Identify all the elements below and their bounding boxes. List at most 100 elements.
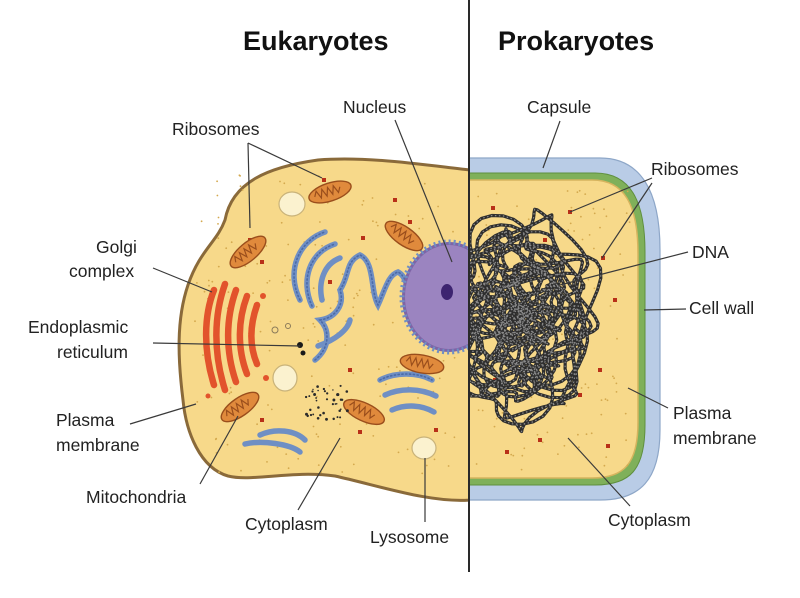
cytoplasm-speck bbox=[599, 226, 601, 229]
cytoplasm-speck bbox=[523, 417, 526, 420]
vesicle-dot bbox=[325, 398, 329, 401]
vesicle-dot bbox=[339, 416, 342, 419]
cytoplasm-speck bbox=[453, 356, 456, 359]
cytoplasm-speck bbox=[475, 463, 478, 465]
cytoplasm-speck bbox=[561, 417, 564, 420]
cytoplasm-speck bbox=[244, 265, 247, 268]
leader-cell-wall bbox=[643, 308, 687, 311]
cytoplasm-speck bbox=[552, 338, 554, 340]
cytoplasm-speck bbox=[584, 193, 587, 196]
cytoplasm-speck bbox=[316, 395, 318, 398]
cytoplasm-speck bbox=[578, 189, 581, 192]
cytoplasm-speck bbox=[516, 205, 518, 208]
ribosome bbox=[358, 430, 362, 434]
vesicle-dot bbox=[336, 416, 339, 419]
cytoplasm-speck bbox=[438, 377, 441, 380]
lysosomes bbox=[272, 191, 437, 460]
leader-mitochondria bbox=[199, 415, 239, 485]
cytoplasm-speck bbox=[279, 180, 281, 183]
mitochondrion bbox=[220, 391, 260, 423]
cytoplasm-speck bbox=[217, 237, 220, 240]
cytoplasm-speck bbox=[433, 458, 436, 461]
cytoplasm-speck bbox=[395, 366, 398, 368]
cytoplasm-speck bbox=[307, 339, 310, 341]
leader-nucleus bbox=[394, 119, 453, 263]
ribosome bbox=[578, 393, 582, 397]
label-lysosome: Lysosome bbox=[370, 527, 449, 547]
cytoplasm-speck bbox=[299, 183, 302, 186]
cytoplasm-speck bbox=[512, 454, 515, 457]
cytoplasm-speck bbox=[356, 294, 359, 297]
ribosome bbox=[538, 438, 542, 442]
vesicle-dot bbox=[332, 398, 336, 402]
label-cytoplasm-euk: Cytoplasm bbox=[245, 514, 328, 534]
cytoplasm-speck bbox=[626, 190, 629, 193]
cytoplasm-speck bbox=[217, 265, 220, 268]
cytoplasm-speck bbox=[593, 287, 596, 290]
vesicle-dot bbox=[334, 403, 337, 405]
cytoplasm-speck bbox=[226, 443, 229, 446]
cytoplasm-speck bbox=[317, 435, 320, 438]
cytoplasm-speck bbox=[200, 220, 203, 223]
cytoplasm-speck bbox=[228, 392, 231, 395]
label-golgi-line1: Golgi bbox=[96, 237, 137, 257]
cytoplasm-speck bbox=[362, 200, 365, 202]
cytoplasm-speck bbox=[287, 299, 289, 301]
cytoplasm-speck bbox=[624, 412, 627, 415]
label-cell-wall: Cell wall bbox=[689, 298, 754, 318]
cytoplasm-speck bbox=[214, 438, 217, 441]
cytoplasm-speck bbox=[353, 297, 355, 300]
vesicle-dot bbox=[335, 403, 338, 405]
cytoplasm-speck bbox=[319, 221, 321, 223]
cytoplasm-speck bbox=[605, 215, 608, 218]
vesicle-dot bbox=[309, 408, 312, 412]
ribosome bbox=[543, 238, 547, 242]
cytoplasm-speck bbox=[394, 213, 397, 216]
label-capsule: Capsule bbox=[527, 97, 591, 117]
cytoplasm-speck bbox=[548, 339, 550, 341]
cytoplasm-speck bbox=[230, 241, 233, 244]
cytoplasm-speck bbox=[269, 320, 272, 323]
golgi-complex bbox=[202, 280, 261, 394]
cytoplasm-speck bbox=[256, 423, 258, 426]
cytoplasm-speck bbox=[489, 327, 492, 330]
cytoplasm-speck bbox=[587, 278, 590, 281]
cytoplasm-speck bbox=[352, 314, 355, 317]
cytoplasm-speck bbox=[194, 320, 196, 323]
cytoplasm-speck bbox=[421, 472, 424, 475]
cytoplasm-speck bbox=[329, 307, 332, 310]
vesicle-dot bbox=[339, 384, 342, 387]
cytoplasm-speck bbox=[266, 461, 268, 463]
vesicle-dot bbox=[304, 395, 308, 399]
cytoplasm-speck bbox=[347, 238, 350, 241]
cytoplasm-speck bbox=[312, 425, 315, 428]
cytoplasm-speck bbox=[596, 383, 598, 385]
cytoplasm-speck bbox=[590, 432, 593, 435]
cytoplasm-speck bbox=[379, 395, 382, 398]
cytoplasm-speck bbox=[378, 368, 380, 370]
cytoplasm-speck bbox=[276, 446, 279, 449]
cytoplasm-speck bbox=[406, 448, 409, 451]
label-mitochondria: Mitochondria bbox=[86, 487, 186, 507]
cytoplasm-speck bbox=[520, 468, 523, 471]
vesicle-dot bbox=[313, 393, 317, 396]
leader-ribosomes-pro-1 bbox=[569, 177, 653, 213]
cytoplasm-speck bbox=[376, 224, 379, 227]
label-ribosomes-pro: Ribosomes bbox=[651, 159, 739, 179]
mitochondrion bbox=[308, 180, 352, 204]
leader-cytoplasm-pro bbox=[567, 437, 631, 507]
cytoplasm-speck bbox=[577, 433, 579, 436]
cytoplasm-speck bbox=[289, 279, 291, 281]
cytoplasm-speck bbox=[375, 258, 378, 261]
ribosome bbox=[348, 368, 352, 372]
cytoplasm-speck bbox=[266, 281, 269, 284]
cytoplasm-speck bbox=[606, 399, 609, 402]
cytoplasm-speck bbox=[527, 218, 530, 221]
cytoplasm-speck bbox=[372, 220, 374, 223]
leader-capsule bbox=[542, 120, 561, 169]
vesicle-dot bbox=[323, 390, 326, 393]
leader-ribosomes-euk-2 bbox=[247, 142, 323, 179]
ribosome bbox=[505, 450, 509, 454]
cytoplasm-speck bbox=[218, 471, 221, 474]
cytoplasm-speck bbox=[372, 435, 375, 437]
